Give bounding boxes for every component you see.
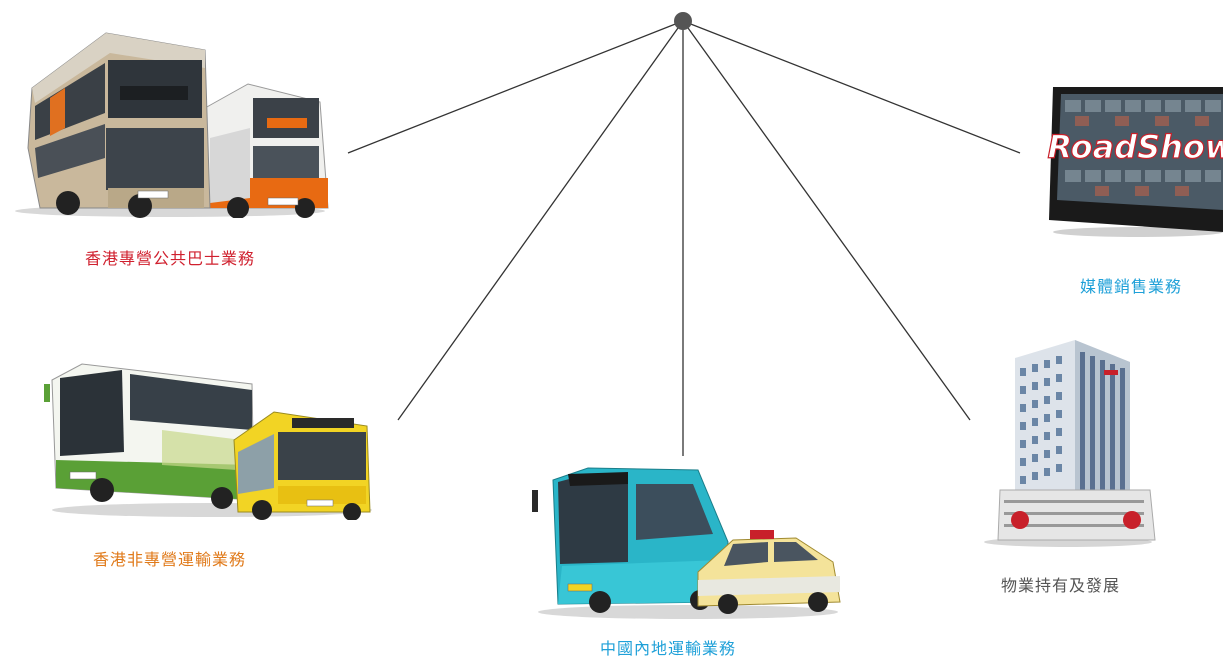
roadshow-logo: RoadShow	[1048, 128, 1223, 166]
yellow-bus	[233, 411, 371, 520]
yellow-taxi	[697, 530, 841, 614]
label-non-franchised: 香港非專營運輸業務	[93, 550, 247, 569]
label-media-sales: 媒體銷售業務	[1080, 277, 1183, 296]
hub-node	[674, 12, 692, 30]
label-mainland: 中國內地運輸業務	[600, 639, 737, 658]
orange-double-decker	[204, 83, 329, 218]
connector-line-non-franchised	[397, 20, 684, 421]
teal-electric-bus	[532, 467, 729, 613]
coach-and-yellow-bus-illustration	[44, 363, 372, 520]
electric-bus-and-taxi-illustration	[532, 467, 841, 619]
connector-line-media	[682, 20, 1021, 154]
connector-line-property	[682, 20, 971, 421]
green-coach	[44, 363, 255, 509]
roadshow-tv-illustration: RoadShow	[1047, 87, 1223, 237]
label-franchised-bus: 香港專營公共巴士業務	[85, 249, 256, 268]
double-decker-buses-illustration	[15, 32, 329, 218]
connector-line-franchised-bus	[347, 20, 684, 154]
silver-double-decker	[27, 32, 211, 218]
label-property: 物業持有及發展	[1001, 576, 1121, 595]
office-building-illustration	[984, 340, 1156, 547]
